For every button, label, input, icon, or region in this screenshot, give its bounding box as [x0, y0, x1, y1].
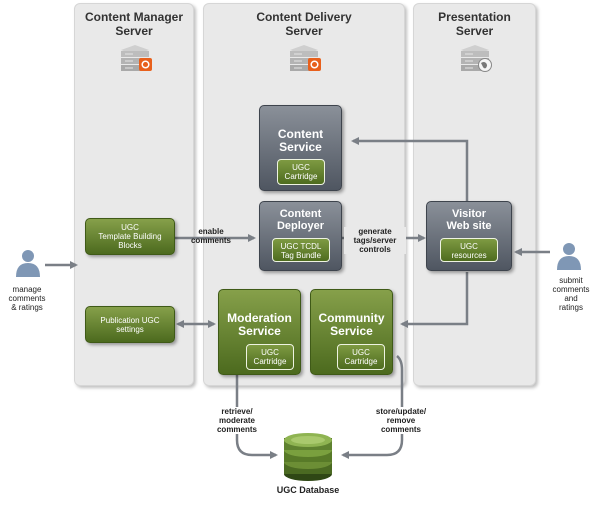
- arrow-visitor-to-community-service: [400, 272, 469, 328]
- generate-tags-label: generate tags/server controls: [344, 227, 406, 254]
- server-icon: [121, 45, 152, 71]
- manage-comments-label: manage comments & ratings: [8, 285, 46, 312]
- enable-comments-label: enable comments: [190, 227, 231, 245]
- presentation-server-title: Presentation Server: [438, 10, 511, 38]
- ugc-resources[interactable]: UGC resources: [440, 238, 498, 262]
- server-globe-icon: [461, 45, 492, 72]
- community-service-title: Community Service: [318, 311, 385, 338]
- arrow-store-update-remove: [341, 355, 404, 459]
- person-icon: [557, 243, 581, 270]
- presentation-server-panel: Presentation Server: [413, 3, 536, 386]
- content-manager-server-title: Content Manager Server: [84, 10, 183, 38]
- visitor-website-box[interactable]: Visitor Web site UGC resources: [426, 201, 512, 271]
- ugc-database-label: UGC Database: [276, 485, 340, 495]
- content-service-box[interactable]: Content Service UGC Cartridge: [259, 105, 342, 191]
- content-deployer-box[interactable]: Content Deployer UGC TCDL Tag Bundle: [259, 201, 342, 271]
- visitor-website-title: Visitor Web site: [446, 208, 492, 232]
- database-icon: [284, 433, 332, 481]
- publication-ugc-settings-box[interactable]: Publication UGC settings: [85, 306, 175, 343]
- community-service-cartridge[interactable]: UGC Cartridge: [337, 344, 385, 370]
- publication-ugc-settings-label: Publication UGC settings: [100, 316, 160, 334]
- submit-comments-label: submit comments and ratings: [552, 276, 590, 312]
- moderation-service-cartridge[interactable]: UGC Cartridge: [246, 344, 294, 370]
- arrow-visitor-to-content-service: [351, 137, 469, 202]
- person-icon: [16, 250, 40, 277]
- store-update-remove-label: store/update/ remove comments: [365, 407, 437, 434]
- tcdl-tag-bundle[interactable]: UGC TCDL Tag Bundle: [272, 238, 330, 262]
- content-service-cartridge[interactable]: UGC Cartridge: [277, 159, 325, 185]
- template-building-blocks-box[interactable]: UGC Template Building Blocks: [85, 218, 175, 255]
- moderation-service-box[interactable]: Moderation Service UGC Cartridge: [218, 289, 301, 375]
- content-deployer-title: Content Deployer: [276, 208, 325, 232]
- template-building-blocks-label: UGC Template Building Blocks: [98, 223, 162, 250]
- retrieve-moderate-label: retrieve/ moderate comments: [206, 407, 268, 434]
- community-service-box[interactable]: Community Service UGC Cartridge: [310, 289, 393, 375]
- content-service-title: Content Service: [277, 127, 324, 154]
- content-delivery-server-title: Content Delivery Server: [256, 10, 352, 38]
- moderation-service-title: Moderation Service: [227, 311, 292, 338]
- arrow-retrieve-moderate: [233, 362, 278, 459]
- server-icon: [290, 45, 321, 71]
